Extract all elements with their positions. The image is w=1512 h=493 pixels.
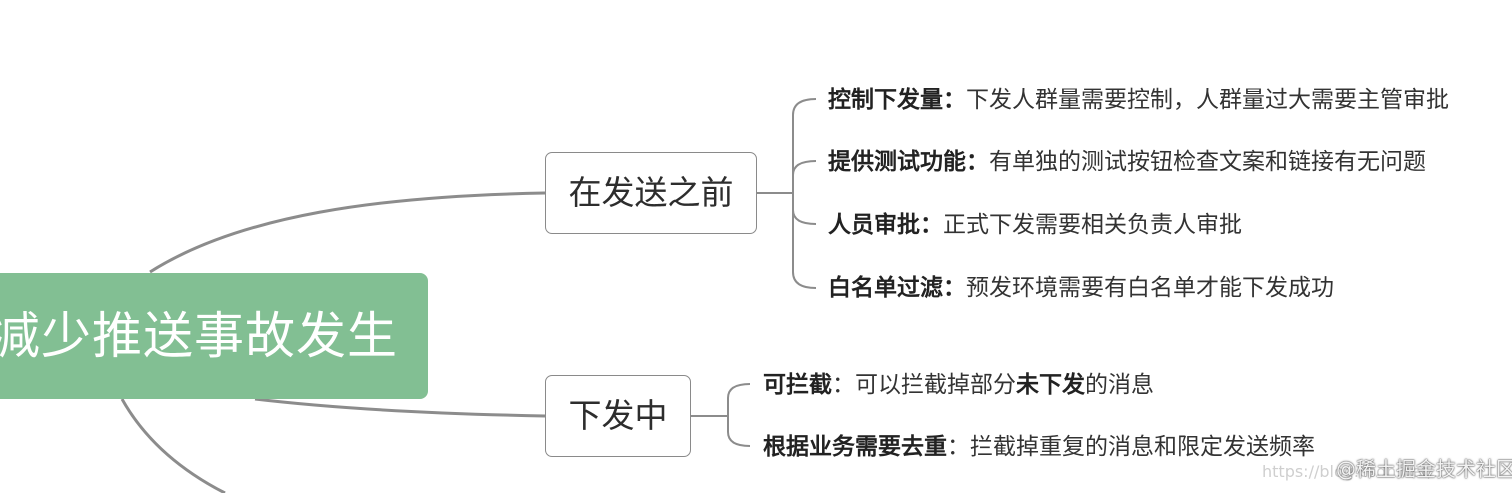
leaf-separator: ：: [943, 275, 966, 301]
leaf-separator: ：: [832, 372, 855, 398]
leaf-control-volume[interactable]: 控制下发量：下发人群量需要控制，人群量过大需要主管审批: [828, 85, 1449, 115]
leaf-text-after: 的消息: [1085, 372, 1154, 398]
leaf-text: 下发人群量需要控制，人群量过大需要主管审批: [966, 87, 1449, 113]
leaf-text-before: 可以拦截掉部分: [855, 372, 1016, 398]
watermark-url: https://blog.csdn.net/...: [1262, 462, 1449, 481]
root-topic-label: 减少推送事故发生: [0, 307, 398, 365]
leaf-text: 有单独的测试按钮检查文案和链接有无问题: [989, 149, 1426, 175]
leaf-separator: ：: [966, 149, 989, 175]
leaf-staff-approval[interactable]: 人员审批：正式下发需要相关负责人审批: [828, 210, 1242, 240]
leaf-text: 预发环境需要有白名单才能下发成功: [966, 275, 1334, 301]
leaf-title: 白名单过滤: [828, 275, 943, 301]
watermark-brand: @稀土掘金技术社区: [1336, 457, 1512, 481]
leaf-title: 人员审批: [828, 212, 920, 238]
leaf-test-feature[interactable]: 提供测试功能：有单独的测试按钮检查文案和链接有无问题: [828, 147, 1426, 177]
branch-during-sending-label: 下发中: [568, 396, 668, 435]
leaf-separator: ：: [943, 87, 966, 113]
connector-root-to-during: [254, 397, 546, 418]
leaf-separator: ：: [920, 212, 943, 238]
leaf-text-bold: 未下发: [1016, 372, 1085, 398]
leaf-title: 提供测试功能: [828, 149, 966, 175]
leaf-separator: ：: [947, 434, 970, 460]
root-topic[interactable]: 减少推送事故发生: [0, 273, 428, 399]
bracket-during: [691, 383, 751, 447]
branch-before-sending-label: 在发送之前: [568, 173, 734, 212]
connector-root-to-before: [149, 191, 546, 274]
leaf-title: 可拦截: [763, 372, 832, 398]
leaf-dedupe[interactable]: 根据业务需要去重：拦截掉重复的消息和限定发送频率: [763, 432, 1315, 462]
connector-root-to-offscreen: [120, 398, 226, 493]
leaf-title: 控制下发量: [828, 87, 943, 113]
leaf-text: 拦截掉重复的消息和限定发送频率: [970, 434, 1315, 460]
leaf-text: 正式下发需要相关负责人审批: [943, 212, 1242, 238]
branch-before-sending[interactable]: 在发送之前: [545, 152, 757, 234]
leaf-title: 根据业务需要去重: [763, 434, 947, 460]
bracket-before: [757, 98, 817, 289]
branch-during-sending[interactable]: 下发中: [545, 375, 691, 457]
leaf-whitelist-filter[interactable]: 白名单过滤：预发环境需要有白名单才能下发成功: [828, 273, 1334, 303]
leaf-interceptable[interactable]: 可拦截：可以拦截掉部分未下发的消息: [763, 370, 1154, 400]
